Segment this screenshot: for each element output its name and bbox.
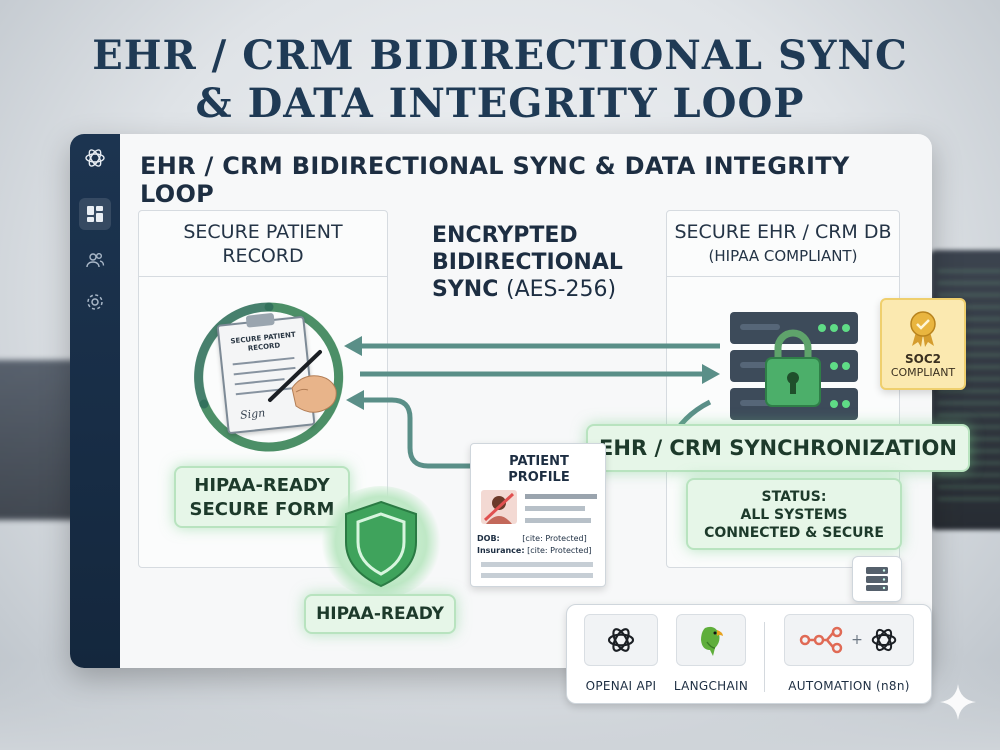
sync-banner: EHR / CRM SYNCHRONIZATION xyxy=(586,424,970,472)
headline-line-1: EHR / CRM BIDIRECTIONAL SYNC xyxy=(92,32,908,79)
hipaa-form-line-2: SECURE FORM xyxy=(189,499,335,520)
parrot-icon xyxy=(701,626,723,656)
hipaa-secure-form-badge: HIPAA-READY SECURE FORM xyxy=(174,466,350,528)
database-button[interactable] xyxy=(852,556,902,602)
status-line-2: ALL SYSTEMS xyxy=(740,507,848,523)
window-title: EHR / CRM BIDIRECTIONAL SYNC & DATA INTE… xyxy=(140,152,850,208)
patient-profile-title-line-2: PROFILE xyxy=(508,470,570,485)
soc2-label: SOC2 xyxy=(905,352,941,366)
users-icon[interactable] xyxy=(83,248,107,272)
encrypted-sync-cipher: (AES-256) xyxy=(506,277,617,302)
encrypted-sync-line-2: BIDIRECTIONAL xyxy=(432,250,623,275)
patient-avatar-icon xyxy=(481,490,517,524)
soc2-compliant-label: COMPLIANT xyxy=(890,366,956,379)
award-seal-icon xyxy=(910,311,936,347)
openai-label: OPENAI API xyxy=(585,679,657,693)
dob-value: [cite: Protected] xyxy=(522,534,587,543)
waveform-icon xyxy=(433,320,621,428)
status-pill: STATUS: ALL SYSTEMS CONNECTED & SECURE xyxy=(686,478,902,550)
background-monitor-left xyxy=(0,360,80,520)
headline-line-2: & DATA INTEGRITY LOOP xyxy=(195,80,805,127)
encrypted-sync-label: ENCRYPTED BIDIRECTIONAL SYNC (AES-256) xyxy=(432,222,672,303)
sparkle-icon xyxy=(940,684,976,720)
n8n-nodes-icon xyxy=(799,626,843,654)
soc2-badge: SOC2 COMPLIANT xyxy=(880,298,966,390)
langchain-tile[interactable] xyxy=(676,614,746,666)
gear-icon[interactable] xyxy=(83,290,107,314)
insurance-value: [cite: Protected] xyxy=(527,546,592,555)
insurance-row: Insurance: [cite: Protected] xyxy=(477,546,592,555)
automation-label: AUTOMATION (n8n) xyxy=(788,679,910,693)
dashboard-icon[interactable] xyxy=(79,198,111,230)
sync-arrows-waveform xyxy=(344,320,720,471)
database-icon xyxy=(866,567,888,591)
ehr-db-title: SECURE EHR / CRM DB xyxy=(674,220,892,243)
insurance-label: Insurance: xyxy=(477,546,525,555)
automation-tile[interactable]: + xyxy=(784,614,914,666)
background-monitor-right xyxy=(930,250,1000,530)
patient-record-title-line-1: SECURE PATIENT xyxy=(183,220,343,243)
ehr-db-subtitle: (HIPAA COMPLIANT) xyxy=(708,246,858,265)
dob-label: DOB: xyxy=(477,534,500,543)
clipboard-clip xyxy=(245,312,275,328)
patient-profile-card: PATIENT PROFILE DOB: [cite: Protected] I… xyxy=(470,443,606,587)
lock-icon xyxy=(765,329,821,407)
patient-record-title-line-2: RECORD xyxy=(222,244,304,267)
integrations-divider xyxy=(764,622,765,692)
ehr-db-panel-header: SECURE EHR / CRM DB (HIPAA COMPLIANT) xyxy=(667,211,899,277)
clipboard-progress-ring-icon xyxy=(194,302,344,452)
hand-pen-icon xyxy=(268,350,337,413)
encrypted-sync-line-3: SYNC xyxy=(432,277,499,302)
patient-profile-title: PATIENT PROFILE xyxy=(471,454,607,486)
arrow-head-left xyxy=(344,336,362,356)
langchain-label: LANGCHAIN xyxy=(673,679,749,693)
hipaa-ready-badge: HIPAA-READY xyxy=(304,594,456,634)
openai-tile[interactable] xyxy=(584,614,658,666)
patient-profile-title-line-1: PATIENT xyxy=(509,454,569,469)
encrypted-sync-line-1: ENCRYPTED xyxy=(432,223,578,248)
headline: EHR / CRM BIDIRECTIONAL SYNC & DATA INTE… xyxy=(0,32,1000,128)
patient-record-panel-header: SECURE PATIENT RECORD xyxy=(139,211,387,277)
hipaa-form-line-1: HIPAA-READY xyxy=(194,475,330,496)
openai-logo-icon xyxy=(871,628,897,652)
loop-arrow-head xyxy=(346,390,364,410)
dob-row: DOB: [cite: Protected] xyxy=(477,534,587,543)
shield-icon xyxy=(345,500,417,588)
arrow-head-right xyxy=(702,364,720,384)
status-line-3: CONNECTED & SECURE xyxy=(704,525,884,541)
openai-logo-icon[interactable] xyxy=(83,146,107,170)
status-label: STATUS: xyxy=(761,489,827,505)
plus-sign: + xyxy=(851,632,863,648)
openai-logo-icon xyxy=(607,628,635,652)
loop-arrow-left xyxy=(362,397,470,469)
sidebar xyxy=(70,134,120,668)
